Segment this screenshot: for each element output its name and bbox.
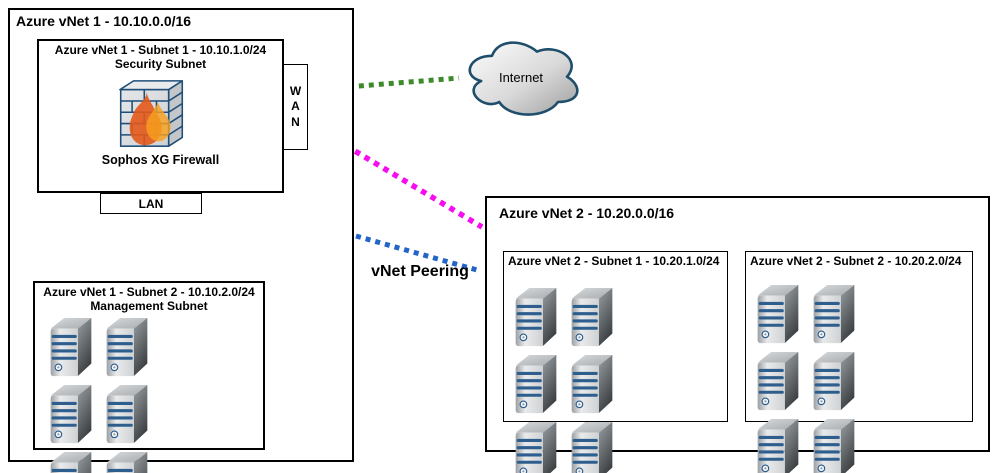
server-icon [50,317,92,377]
vnet2-title: Azure vNet 2 - 10.20.0.0/16 [499,205,675,221]
server-icon [571,354,613,414]
firewall-icon [119,77,191,153]
server-icon [813,284,855,344]
management-subnet-box: Azure vNet 1 - Subnet 2 - 10.10.2.0/24 M… [33,281,265,473]
vnet1-title: Azure vNet 1 - 10.10.0.0/16 [16,13,192,29]
security-subnet-subtitle: Security Subnet [114,57,207,71]
wan-port: WAN [283,64,308,150]
management-subnet-title: Azure vNet 1 - Subnet 2 - 10.10.2.0/24 [43,285,255,299]
vnet2-subnet2-box: Azure vNet 2 - Subnet 2 - 10.20.2.0/24 [745,251,973,473]
server-icon [757,351,799,411]
lan-port: LAN [100,193,202,214]
vnet2-subnet1-title: Azure vNet 2 - Subnet 1 - 10.20.1.0/24 [508,254,720,268]
security-subnet-title: Azure vNet 1 - Subnet 1 - 10.10.1.0/24 [54,43,267,57]
cloud-icon [468,41,579,116]
server-icon [106,451,148,473]
server-icon [106,317,148,377]
server-icon [813,351,855,411]
server-icon [515,287,557,347]
server-icon [813,418,855,473]
server-icon [50,384,92,444]
firewall-label: Sophos XG Firewall [101,153,220,167]
vnet-peering-label: vNet Peering [371,263,469,280]
server-icon [50,451,92,473]
vnet2-subnet1-box: Azure vNet 2 - Subnet 1 - 10.20.1.0/24 [503,251,728,473]
security-subnet-box: Azure vNet 1 - Subnet 1 - 10.10.1.0/24 S… [37,39,284,193]
wan-label: WAN [289,83,302,129]
management-server-grid [48,316,204,473]
server-icon [515,421,557,473]
server-icon [571,421,613,473]
vnet2-subnet1-server-grid [513,286,669,473]
server-icon [757,284,799,344]
flame-inner [146,102,171,142]
server-icon [757,418,799,473]
lan-label: LAN [138,196,164,211]
vnet2-subnet2-title: Azure vNet 2 - Subnet 2 - 10.20.2.0/24 [750,254,962,268]
internet-cloud: Internet [458,31,584,119]
vnet2-subnet2-server-grid [755,283,911,473]
management-subnet-subtitle: Management Subnet [90,299,208,313]
server-icon [571,287,613,347]
server-icon [515,354,557,414]
server-icon [106,384,148,444]
internet-label: Internet [498,70,544,85]
